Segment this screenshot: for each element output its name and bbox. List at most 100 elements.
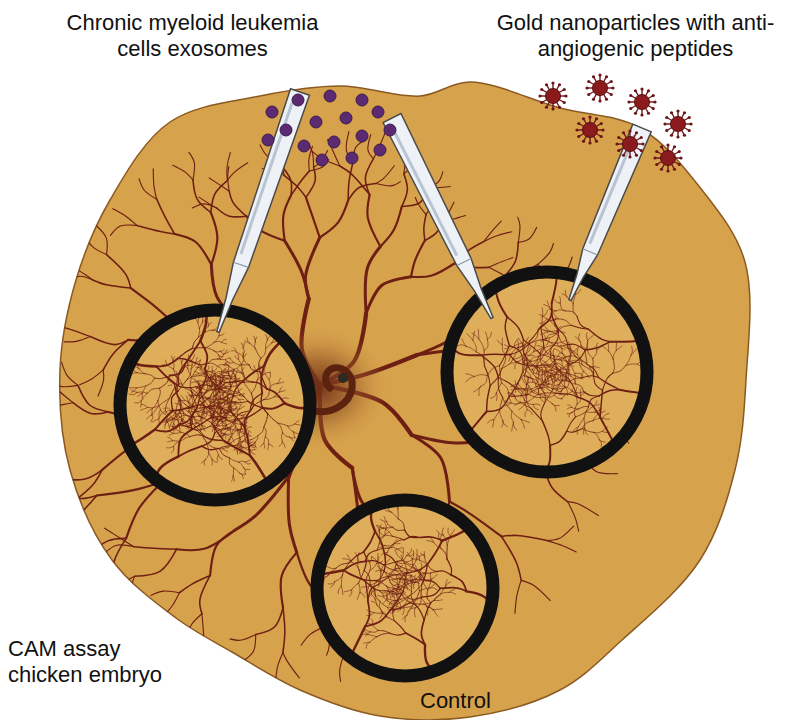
blood-vessel: [98, 370, 104, 396]
blood-vessel: [192, 204, 216, 208]
blood-vessel: [493, 420, 494, 427]
blood-vessel: [159, 411, 166, 419]
blood-vessel: [403, 582, 416, 591]
blood-vessel: [129, 392, 137, 394]
blood-vessel: [146, 415, 152, 420]
blood-vessel: [380, 519, 386, 521]
blood-vessel: [509, 354, 512, 361]
blood-vessel: [288, 426, 294, 432]
blood-vessel: [538, 244, 554, 265]
blood-vessel: [147, 409, 152, 413]
blood-vessel: [224, 443, 231, 444]
blood-vessel: [448, 528, 450, 536]
blood-vessel: [217, 435, 223, 437]
blood-vessel: [224, 365, 229, 366]
blood-vessel: [550, 320, 555, 326]
blood-vessel: [545, 380, 548, 388]
blood-vessel: [200, 405, 205, 406]
blood-vessel: [397, 593, 404, 595]
blood-vessel: [367, 195, 380, 247]
blood-vessel: [178, 363, 185, 384]
blood-vessel: [558, 325, 571, 330]
blood-vessel: [374, 582, 377, 591]
blood-vessel: [189, 407, 197, 411]
blood-vessel: [229, 191, 246, 216]
blood-vessel: [216, 382, 221, 384]
blood-vessel: [208, 322, 209, 326]
blood-vessel: [552, 303, 558, 329]
blood-vessel: [574, 404, 577, 417]
blood-vessel: [598, 377, 619, 389]
blood-vessel: [572, 409, 578, 412]
blood-vessel: [181, 395, 185, 400]
blood-vessel: [241, 413, 246, 416]
blood-vessel: [63, 327, 90, 336]
blood-vessel: [388, 607, 395, 608]
blood-vessel: [522, 360, 530, 361]
blood-vessel: [251, 442, 255, 445]
blood-vessel: [537, 393, 555, 395]
blood-vessel: [423, 588, 441, 596]
blood-vessel: [64, 276, 94, 282]
blood-vessel: [568, 405, 572, 407]
blood-vessel: [230, 419, 235, 429]
blood-vessel: [564, 376, 566, 387]
blood-vessel: [206, 342, 215, 347]
blood-vessel: [368, 135, 374, 159]
blood-vessel: [357, 592, 360, 599]
blood-vessel: [131, 388, 136, 392]
blood-vessel: [613, 350, 616, 359]
blood-vessel: [55, 470, 102, 480]
blood-vessel: [555, 299, 560, 303]
cam-membrane: [60, 82, 750, 720]
blood-vessel: [204, 459, 205, 465]
blood-vessel: [171, 410, 181, 411]
blood-vessel: [541, 332, 548, 335]
blood-vessel: [257, 372, 259, 382]
blood-vessel: [378, 536, 384, 538]
blood-vessel: [236, 352, 243, 356]
blood-vessel: [166, 418, 173, 420]
blood-vessel: [200, 368, 206, 390]
blood-vessel: [509, 346, 523, 363]
blood-vessel: [392, 536, 404, 540]
blood-vessel: [600, 390, 602, 417]
blood-vessel: [251, 381, 257, 393]
blood-vessel: [170, 418, 174, 426]
blood-vessel: [593, 401, 597, 407]
blood-vessel: [559, 336, 568, 345]
blood-vessel: [200, 425, 202, 431]
blood-vessel: [80, 370, 103, 385]
blood-vessel: [205, 330, 212, 332]
blood-vessel: [542, 387, 552, 389]
blood-vessel: [235, 356, 238, 359]
blood-vessel: [360, 592, 365, 597]
blood-vessel: [58, 501, 73, 532]
blood-vessel: [111, 576, 134, 607]
blood-vessel: [503, 397, 512, 411]
blood-vessel: [220, 351, 224, 354]
blood-vessel: [214, 336, 219, 343]
blood-vessel: [341, 575, 342, 586]
blood-vessel: [502, 536, 522, 580]
blood-vessel: [261, 393, 268, 413]
blood-vessel: [575, 387, 577, 395]
blood-vessel: [206, 348, 214, 351]
blood-vessel: [261, 366, 264, 393]
blood-vessel: [594, 372, 603, 390]
blood-vessel: [349, 552, 364, 563]
blood-vessel: [487, 366, 499, 376]
blood-vessel: [550, 331, 558, 335]
blood-vessel: [571, 376, 575, 384]
blood-vessel: [537, 367, 539, 374]
blood-vessel: [93, 280, 131, 288]
blood-vessel: [572, 350, 586, 363]
blood-vessel: [537, 359, 541, 367]
blood-vessel: [525, 361, 530, 365]
blood-vessel: [196, 357, 198, 363]
blood-vessel: [239, 395, 244, 397]
blood-vessel: [235, 447, 241, 450]
blood-vessel: [208, 363, 217, 366]
blood-vessel: [238, 430, 244, 434]
blood-vessel: [213, 379, 225, 382]
